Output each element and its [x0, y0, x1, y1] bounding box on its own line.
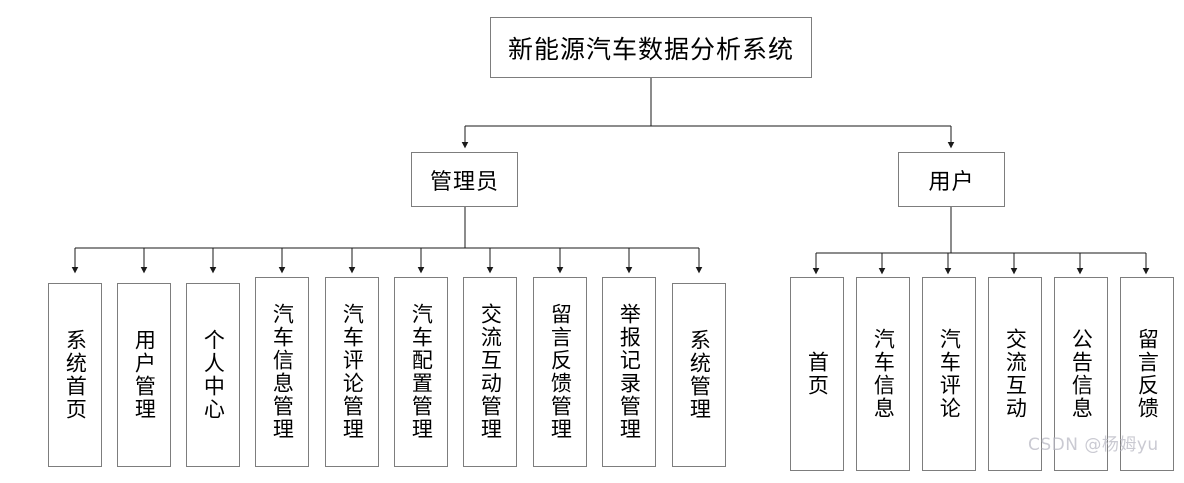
node-role-user-label: 用户: [928, 168, 975, 194]
node-user-child-4-label: 交流互动: [1003, 328, 1028, 420]
node-admin-child-9[interactable]: 举报记录管理: [602, 277, 656, 467]
node-role-admin-label: 管理员: [429, 168, 499, 194]
node-user-child-6-label: 留言反馈: [1135, 328, 1160, 420]
node-admin-child-5[interactable]: 汽车评论管理: [325, 277, 379, 467]
node-admin-child-2-label: 用户管理: [132, 329, 157, 421]
node-admin-child-9-label: 举报记录管理: [617, 303, 642, 441]
node-role-user[interactable]: 用户: [898, 152, 1005, 207]
node-admin-child-7-label: 交流互动管理: [478, 303, 503, 441]
node-admin-child-10[interactable]: 系统管理: [672, 283, 726, 467]
node-admin-child-8-label: 留言反馈管理: [548, 303, 573, 441]
node-admin-child-2[interactable]: 用户管理: [117, 283, 171, 467]
node-admin-child-8[interactable]: 留言反馈管理: [533, 277, 587, 467]
node-admin-child-6-label: 汽车配置管理: [409, 303, 434, 441]
node-user-child-2[interactable]: 汽车信息: [856, 277, 910, 471]
node-admin-child-3-label: 个人中心: [201, 329, 226, 421]
node-system-title-label: 新能源汽车数据分析系统: [507, 36, 794, 64]
node-admin-child-3[interactable]: 个人中心: [186, 283, 240, 467]
node-admin-child-1[interactable]: 系统首页: [48, 283, 102, 467]
node-user-child-3-label: 汽车评论: [937, 328, 962, 420]
node-user-child-6[interactable]: 留言反馈: [1120, 277, 1174, 471]
node-user-child-3[interactable]: 汽车评论: [922, 277, 976, 471]
node-admin-child-10-label: 系统管理: [687, 329, 712, 421]
node-user-child-5-label: 公告信息: [1069, 328, 1094, 420]
node-admin-child-5-label: 汽车评论管理: [340, 303, 365, 441]
node-system-title[interactable]: 新能源汽车数据分析系统: [490, 17, 812, 78]
node-user-child-1-label: 首页: [805, 351, 830, 397]
node-admin-child-4[interactable]: 汽车信息管理: [255, 277, 309, 467]
node-user-child-4[interactable]: 交流互动: [988, 277, 1042, 471]
node-user-child-2-label: 汽车信息: [871, 328, 896, 420]
node-role-admin[interactable]: 管理员: [411, 152, 518, 207]
node-user-child-5[interactable]: 公告信息: [1054, 277, 1108, 471]
watermark: CSDN @杨姆yu: [1028, 435, 1159, 455]
node-admin-child-4-label: 汽车信息管理: [270, 303, 295, 441]
node-admin-child-6[interactable]: 汽车配置管理: [394, 277, 448, 467]
node-admin-child-7[interactable]: 交流互动管理: [463, 277, 517, 467]
node-admin-child-1-label: 系统首页: [63, 329, 88, 421]
node-user-child-1[interactable]: 首页: [790, 277, 844, 471]
